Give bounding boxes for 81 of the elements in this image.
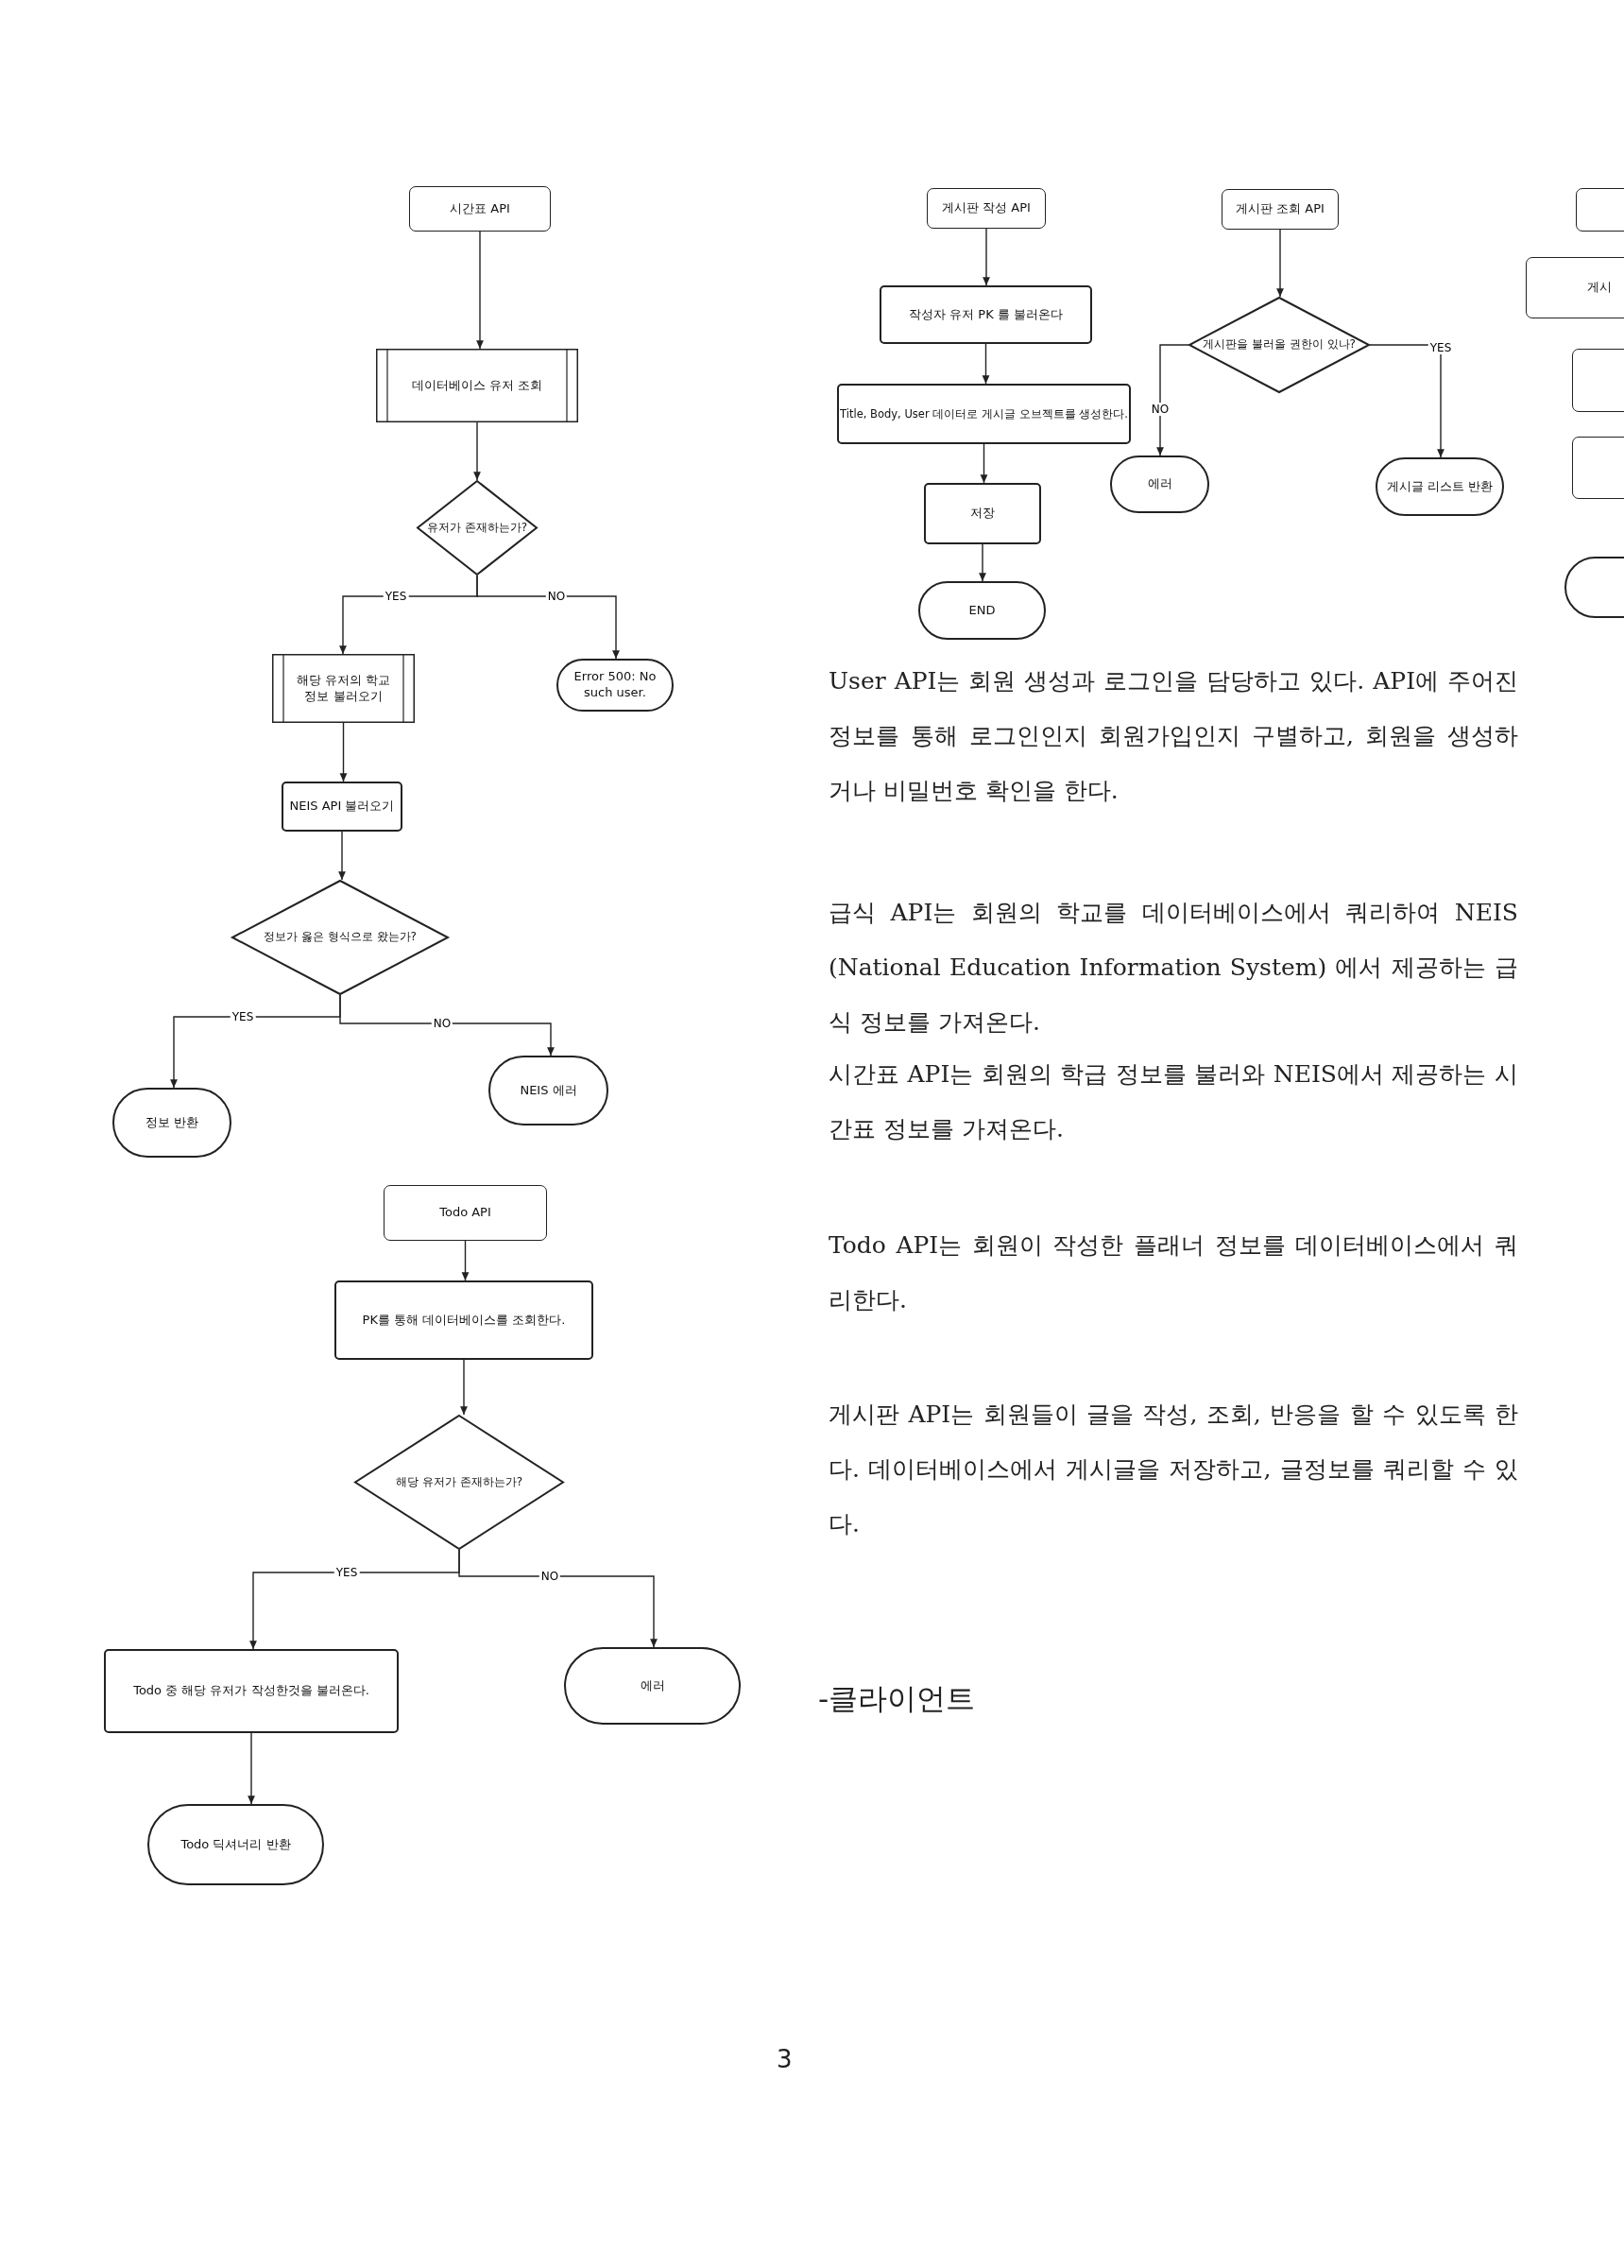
terminal-box bbox=[112, 1088, 231, 1158]
subprocess-box bbox=[376, 349, 578, 422]
node-label: 시간표 API bbox=[449, 200, 511, 217]
edge-label: YES bbox=[383, 590, 409, 603]
terminal-box bbox=[918, 581, 1046, 640]
arrow bbox=[339, 994, 555, 1057]
arrow bbox=[476, 575, 620, 660]
arrow bbox=[980, 443, 988, 484]
node-label: Todo 중 해당 유저가 작성한것을 불러온다. bbox=[132, 1683, 370, 1699]
process-box bbox=[384, 1185, 547, 1241]
process-box bbox=[880, 285, 1092, 344]
node-label: Todo 딕셔너리 반환 bbox=[179, 1836, 292, 1853]
process-box bbox=[927, 188, 1046, 229]
process-box bbox=[282, 782, 402, 832]
arrow bbox=[1276, 229, 1284, 298]
node-label: 에러 bbox=[639, 1677, 666, 1694]
process-box bbox=[409, 186, 551, 232]
paragraph: 게시판 API는 회원들이 글을 작성, 조회, 반응을 할 수 있도록 한다. 데이터베이스에서 게시글을 저장하고, 글정보를 쿼리할 수 있다. bbox=[829, 1400, 1518, 1539]
node-label: 유저가 존재하는가? bbox=[425, 520, 529, 536]
section-heading: -클라이언트 bbox=[818, 1680, 977, 1717]
decision-diamond bbox=[1188, 297, 1370, 393]
node-label: 작성자 유저 PK 를 불러온다 bbox=[908, 306, 1064, 323]
node-label: 게시판 조회 API bbox=[1235, 201, 1325, 217]
process-box bbox=[1222, 189, 1339, 230]
arrow bbox=[473, 421, 481, 481]
edge-label: NO bbox=[538, 1570, 561, 1583]
arrow bbox=[458, 1549, 658, 1648]
arrow bbox=[982, 343, 990, 385]
arrow bbox=[476, 231, 484, 350]
arrow bbox=[1156, 344, 1189, 456]
node-label: 게시판을 불러올 권한이 있나? bbox=[1202, 337, 1357, 352]
decision-diamond bbox=[231, 880, 449, 995]
terminal-box bbox=[147, 1804, 324, 1885]
node-label: 정보가 옳은 형식으로 왔는가? bbox=[263, 930, 418, 945]
decision-diamond bbox=[417, 480, 538, 576]
node-label: PK를 통해 데이터베이스를 조회한다. bbox=[361, 1312, 567, 1329]
node-label: Title, Body, User 데이터로 게시글 오브젝트를 생성한다. bbox=[839, 406, 1129, 421]
edge-label: NO bbox=[431, 1017, 453, 1030]
edge-label: YES bbox=[1427, 341, 1454, 354]
page-number: 3 bbox=[777, 2044, 794, 2075]
arrow bbox=[339, 722, 348, 782]
node-label: 게시판 작성 API bbox=[941, 200, 1032, 216]
decision-diamond bbox=[354, 1415, 564, 1550]
arrow bbox=[460, 1359, 468, 1416]
edge-label: YES bbox=[333, 1566, 360, 1579]
terminal-box bbox=[488, 1056, 608, 1125]
process-box bbox=[924, 483, 1041, 544]
node-label: 정보 반환 bbox=[144, 1114, 200, 1131]
terminal-box bbox=[1376, 457, 1504, 516]
process-box bbox=[837, 384, 1131, 444]
node-label: END bbox=[967, 602, 997, 619]
paragraph: User API는 회원 생성과 로그인을 담당하고 있다. API에 주어진 정보를 통해 로그인인지 회원가입인지 구별하고, 회원을 생성하거나 비밀번호 확인을 한다. bbox=[829, 666, 1518, 806]
node-label: 에러 bbox=[1146, 476, 1173, 492]
edge-label: NO bbox=[545, 590, 568, 603]
terminal-box bbox=[556, 659, 674, 712]
node-label: 데이터베이스 유저 조회 bbox=[410, 377, 544, 394]
edge-label: YES bbox=[230, 1010, 256, 1023]
node-label: Error 500: No such user. bbox=[573, 669, 658, 701]
node-label: 게시 bbox=[1586, 280, 1613, 296]
arrow bbox=[983, 228, 990, 286]
arrow bbox=[979, 543, 986, 582]
node-label: 해당 유저의 학교 정보 불러오기 bbox=[295, 672, 392, 705]
process-box bbox=[334, 1280, 593, 1360]
node-label: Todo API bbox=[438, 1205, 492, 1221]
edge-label: NO bbox=[1149, 403, 1171, 416]
node-label: 해당 유저가 존재하는가? bbox=[395, 1474, 523, 1490]
arrow bbox=[461, 1240, 470, 1281]
arrow bbox=[338, 831, 346, 881]
node-label: 저장 bbox=[969, 506, 996, 522]
terminal-box bbox=[1110, 455, 1209, 513]
subprocess-box bbox=[272, 654, 415, 723]
terminal-box bbox=[564, 1647, 741, 1725]
process-box bbox=[104, 1649, 399, 1733]
node-label: 게시글 리스트 반환 bbox=[1385, 478, 1495, 495]
arrow bbox=[1369, 344, 1445, 458]
paragraph: 시간표 API는 회원의 학급 정보를 불러와 NEIS에서 제공하는 시간표 정보를 가져온다. bbox=[829, 1059, 1518, 1144]
paragraph: 급식 API는 회원의 학교를 데이터베이스에서 쿼리하여 NEIS (National Education Information System) 에서 제공하는 급식 정보를 가져온다. bbox=[829, 898, 1518, 1038]
paragraph: Todo API는 회원이 작성한 플래너 정보를 데이터베이스에서 쿼리한다. bbox=[829, 1230, 1518, 1315]
arrow bbox=[248, 1732, 255, 1805]
node-label: NEIS API 불러오기 bbox=[288, 799, 396, 815]
node-label: NEIS 에러 bbox=[519, 1082, 578, 1099]
